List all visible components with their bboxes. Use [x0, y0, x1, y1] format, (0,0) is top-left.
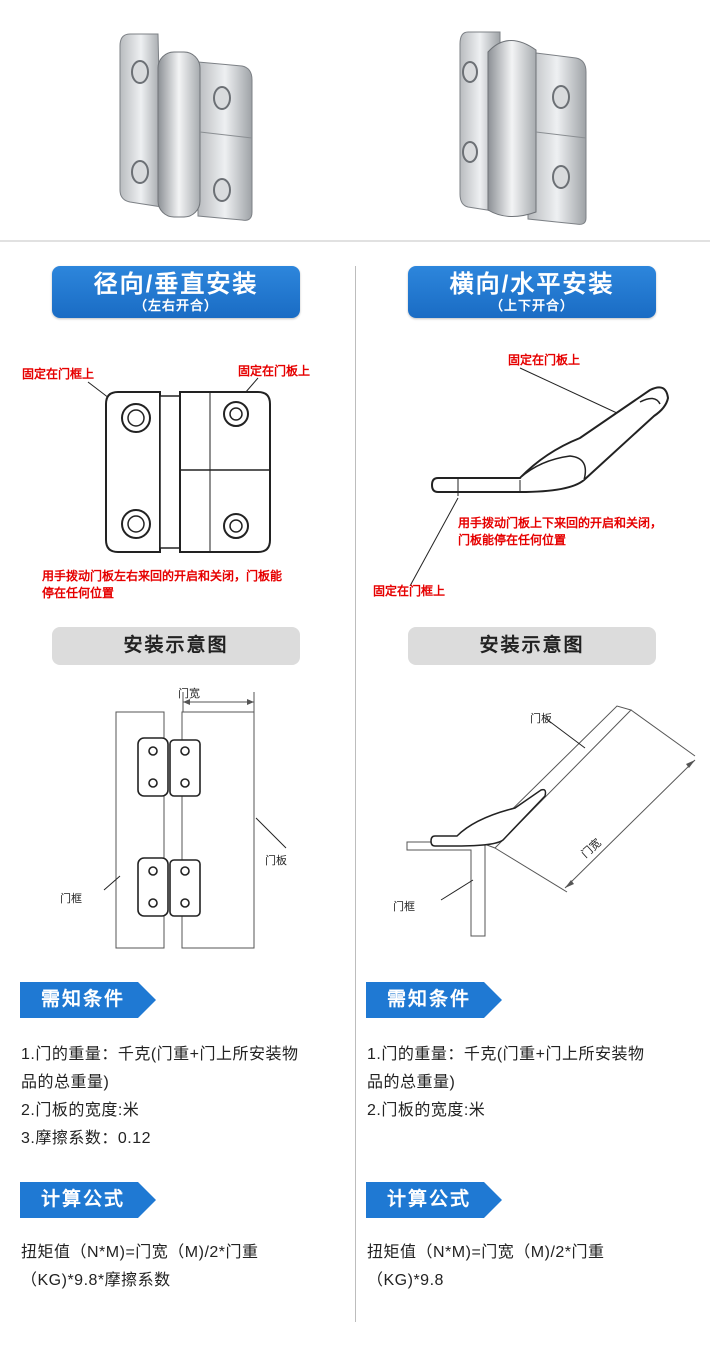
left-conditions-tag: 需知条件	[20, 982, 156, 1018]
left-condition-1: 1.门的重量：千克(门重+门上所安装物	[21, 1046, 299, 1063]
right-formula-tag: 计算公式	[366, 1182, 502, 1218]
vertical-install-title: 径向/垂直安装	[93, 271, 259, 298]
left-description: 用手拨动门板左右来回的开启和关闭，门板能 停在任何位置	[42, 568, 342, 602]
right-diagram-title: 安装示意图	[408, 627, 656, 665]
right-dim-door-frame: 门框	[393, 901, 415, 913]
right-conditions: 1.门的重量：千克(门重+门上所安装物 品的总重量) 2.门板的宽度:米	[367, 1041, 697, 1125]
vertical-hinge-photo	[119, 33, 253, 221]
left-dim-door-frame: 门框	[60, 893, 82, 905]
left-description-line-1: 用手拨动门板左右来回的开启和关闭，门板能	[42, 569, 283, 583]
left-formula: 扭矩值（N*M)=门宽（M)/2*门重 （KG)*9.8*摩擦系数	[21, 1239, 346, 1295]
horizontal-hinge-drawing	[409, 367, 670, 587]
left-formula-tag: 计算公式	[20, 1182, 156, 1218]
left-condition-2: 2.门板的宽度:米	[21, 1102, 140, 1119]
horizontal-install-title-badge: 横向/水平安装 （上下开合）	[408, 266, 656, 318]
right-condition-2: 2.门板的宽度:米	[367, 1102, 486, 1119]
vertical-hinge-drawing	[87, 377, 271, 553]
horizontal-install-diagram	[406, 705, 696, 937]
left-label-fixed-frame: 固定在门框上	[22, 367, 95, 381]
vertical-install-title-badge: 径向/垂直安装 （左右开合）	[52, 266, 300, 318]
right-condition-1-cont: 品的总重量)	[367, 1074, 456, 1091]
left-description-line-2: 停在任何位置	[42, 586, 115, 600]
right-conditions-tag: 需知条件	[366, 982, 502, 1018]
column-divider	[355, 266, 356, 1322]
vertical-install-subtitle: （左右开合）	[133, 298, 218, 313]
left-dim-door-panel: 门板	[265, 855, 287, 867]
left-formula-line-2: （KG)*9.8*摩擦系数	[21, 1272, 171, 1289]
horizontal-install-subtitle: （上下开合）	[489, 298, 574, 313]
left-formula-line-1: 扭矩值（N*M)=门宽（M)/2*门重	[21, 1244, 259, 1261]
left-condition-1-cont: 品的总重量)	[21, 1074, 110, 1091]
left-condition-3: 3.摩擦系数：0.12	[21, 1130, 151, 1147]
right-formula-line-2: （KG)*9.8	[367, 1272, 444, 1289]
left-conditions: 1.门的重量：千克(门重+门上所安装物 品的总重量) 2.门板的宽度:米 3.摩…	[21, 1041, 346, 1153]
right-description-line-1: 用手拨动门板上下来回的开启和关闭，	[458, 516, 663, 530]
left-diagram-title: 安装示意图	[52, 627, 300, 665]
vertical-install-diagram	[103, 692, 287, 949]
left-label-fixed-panel: 固定在门板上	[238, 364, 311, 378]
right-label-fixed-frame: 固定在门框上	[373, 584, 446, 598]
right-formula: 扭矩值（N*M)=门宽（M)/2*门重 （KG)*9.8	[367, 1239, 697, 1295]
horizontal-hinge-photo	[459, 31, 587, 225]
right-description: 用手拨动门板上下来回的开启和关闭， 门板能停在任何位置	[458, 515, 698, 549]
right-condition-1: 1.门的重量：千克(门重+门上所安装物	[367, 1046, 645, 1063]
right-description-line-2: 门板能停在任何位置	[458, 533, 567, 547]
horizontal-install-title: 横向/水平安装	[449, 271, 615, 298]
top-divider	[0, 240, 710, 242]
right-label-fixed-panel: 固定在门板上	[508, 353, 581, 367]
right-formula-line-1: 扭矩值（N*M)=门宽（M)/2*门重	[367, 1244, 605, 1261]
right-dim-door-panel: 门板	[530, 713, 552, 725]
